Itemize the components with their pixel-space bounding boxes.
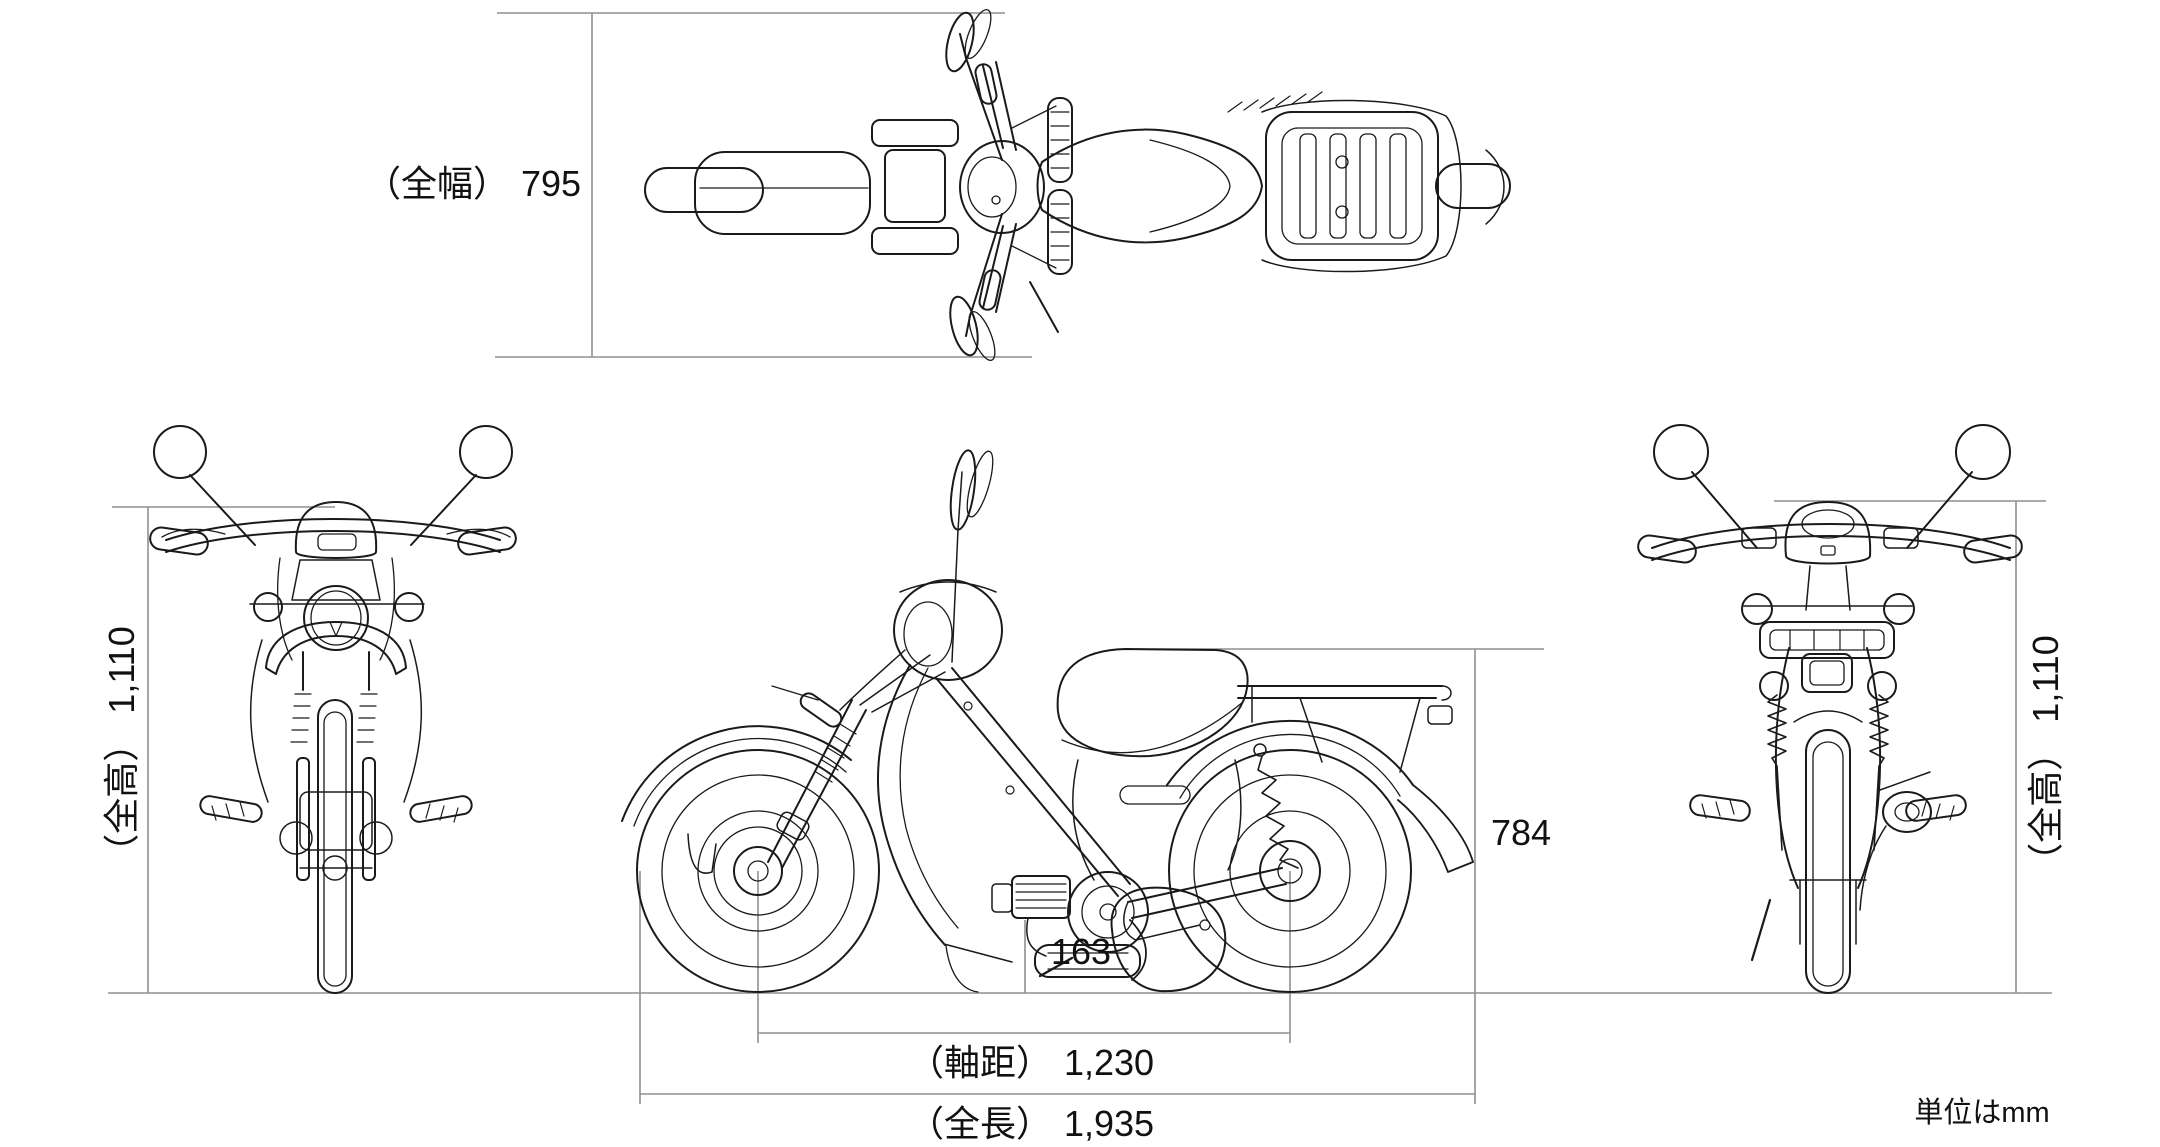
side-carrier-rack	[1237, 685, 1453, 773]
overall-height-left-value: 1,110	[101, 626, 142, 714]
front-wheel	[299, 699, 373, 994]
ground-clearance-label: 163	[1051, 931, 1111, 973]
side-engine	[991, 871, 1149, 953]
rear-kickstand	[1750, 898, 1772, 962]
top-headlight	[959, 140, 1045, 234]
overall-length-label: （全長） 1,935	[908, 1095, 1154, 1147]
front-engine	[279, 791, 393, 855]
seat-height-value: 784	[1490, 812, 1552, 853]
side-mirror	[949, 449, 994, 663]
rear-shocks	[1767, 694, 1889, 851]
side-front-fender	[621, 725, 852, 874]
rear-bodywork	[1774, 647, 1882, 889]
side-view-drawing	[621, 449, 1474, 993]
front-turn-signals	[249, 592, 425, 622]
side-rear-fender	[1166, 719, 1474, 873]
top-view-drawing	[644, 9, 1511, 361]
rear-view-drawing	[1637, 424, 2023, 994]
front-view-drawing	[149, 425, 517, 994]
rear-speedo-pod	[1784, 501, 1872, 611]
wheelbase-label: （軸距） 1,230	[908, 1034, 1154, 1086]
overall-height-label-left: （全高） 1,110	[93, 626, 145, 869]
rear-handlebar	[1637, 523, 2023, 564]
wheelbase-value: 1,230	[1063, 1042, 1155, 1083]
side-handlebar	[771, 649, 906, 728]
wheelbase-name: （軸距）	[907, 1042, 1052, 1083]
side-headlight-pod	[893, 579, 1003, 681]
side-front-wheel	[636, 749, 880, 993]
top-rear-wheel	[1435, 149, 1511, 225]
side-rear-shock	[1253, 743, 1299, 869]
side-rear-wheel	[1168, 749, 1412, 993]
side-seat	[1056, 648, 1249, 758]
overall-width-name: （全幅）	[364, 163, 509, 204]
rear-turn-signals-lower	[1759, 671, 1897, 701]
top-front-wheel	[644, 151, 871, 235]
front-fork	[290, 651, 378, 881]
top-body-seat	[1036, 128, 1263, 244]
rear-turn-signals-upper	[1741, 593, 1915, 625]
overall-height-left-name: （全高）	[101, 725, 142, 870]
rear-tail-light	[1801, 653, 1853, 693]
overall-width-value: 795	[520, 163, 582, 204]
overall-height-right-value: 1,110	[2025, 635, 2066, 723]
ground-clearance-value: 163	[1050, 931, 1112, 972]
overall-height-right-name: （全高）	[2025, 734, 2066, 879]
front-footpegs	[199, 795, 473, 823]
overall-length-name: （全長）	[907, 1103, 1052, 1144]
top-fork	[871, 119, 959, 255]
front-handlebar	[149, 518, 517, 661]
rear-carrier	[1759, 621, 1895, 659]
side-body	[1072, 759, 1242, 993]
front-fender	[265, 621, 407, 675]
rear-muffler	[1859, 771, 1932, 911]
side-legshield-frame	[877, 664, 1131, 993]
rear-footpegs	[1689, 794, 1967, 822]
rear-mirrors	[1653, 424, 2011, 549]
overall-length-value: 1,935	[1063, 1103, 1155, 1144]
overall-width-label: （全幅） 795	[365, 155, 581, 207]
overall-height-label-right: （全高） 1,110	[2017, 635, 2069, 878]
top-carrier-rack	[1227, 91, 1462, 273]
units-note: 単位はmm	[1914, 1097, 2050, 1129]
side-footpeg-kick	[1038, 919, 1147, 981]
seat-height-label: 784	[1491, 812, 1551, 854]
side-exhaust	[1026, 917, 1141, 978]
front-mirrors	[153, 425, 513, 546]
dimension-lines	[108, 12, 2052, 1104]
top-footpegs	[1029, 97, 1073, 333]
rear-wheel	[1789, 729, 1867, 994]
front-headlight-cowl	[291, 501, 381, 651]
front-legshield	[249, 639, 423, 803]
top-mirrors	[945, 9, 1003, 361]
